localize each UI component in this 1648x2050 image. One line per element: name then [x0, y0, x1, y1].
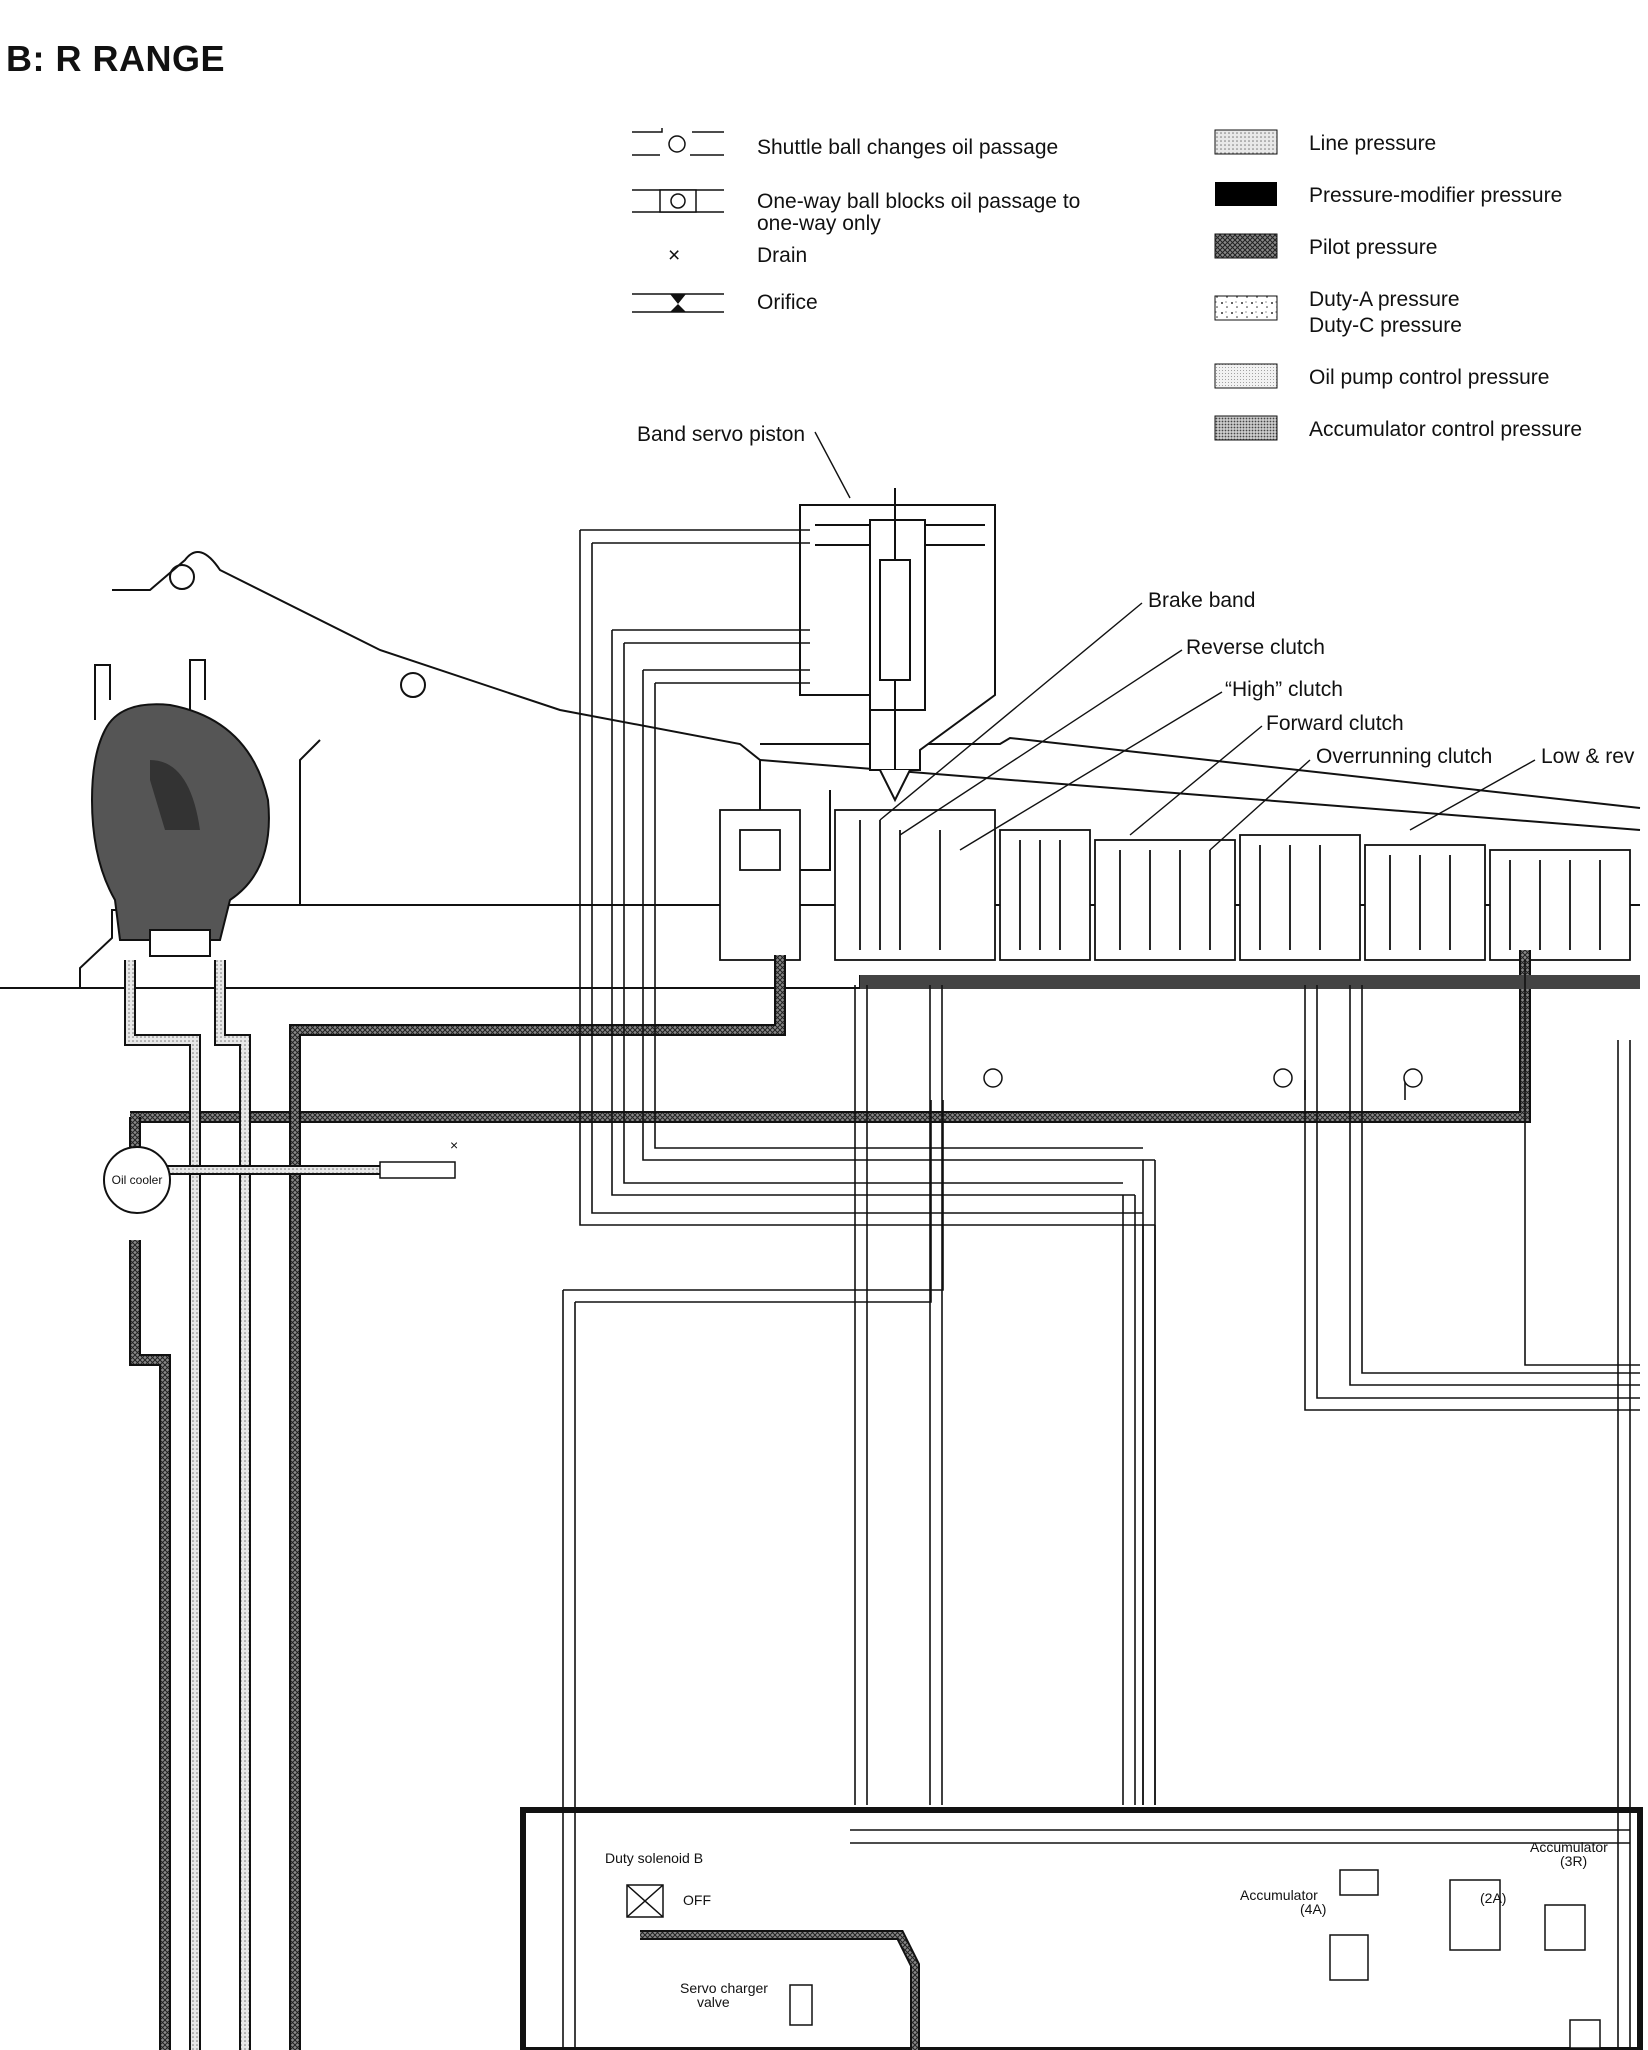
legend-one-way-ball-text: One-way ball blocks oil passage to: [757, 190, 1080, 213]
legend-line-pressure: Line pressure: [1309, 132, 1436, 155]
line-pressure-swatch: [1214, 129, 1278, 155]
low-reverse-label: Low & rev: [1541, 745, 1635, 768]
high-clutch-label: “High” clutch: [1225, 678, 1343, 701]
oil-cooler-label: Oil cooler: [112, 1173, 163, 1187]
drain-mark: ×: [450, 1137, 458, 1153]
band-servo-piston: [799, 488, 996, 803]
duty-solenoid-b-state: OFF: [683, 1892, 711, 1908]
legend-accumulator-control: Accumulator control pressure: [1309, 418, 1582, 441]
one-way-ball-symbol: [632, 189, 724, 213]
pressure-modifier-swatch: [1215, 182, 1277, 206]
duty-pressure-swatch: [1214, 295, 1278, 321]
legend-duty-a: Duty-A pressure: [1309, 288, 1460, 311]
pressure-legend: Line pressure Pressure-modifier pressure…: [1214, 129, 1582, 441]
pilot-pressure-swatch: [1214, 233, 1278, 259]
symbols-legend: Shuttle ball changes oil passage One-way…: [632, 128, 1080, 314]
overrunning-clutch-label: Overrunning clutch: [1316, 745, 1492, 768]
legend-duty-c: Duty-C pressure: [1309, 314, 1462, 337]
page-title: B: R RANGE: [6, 38, 225, 79]
legend-orifice-text: Orifice: [757, 291, 818, 314]
oil-cooler: Oil cooler: [103, 1146, 171, 1214]
reverse-clutch-label: Reverse clutch: [1186, 636, 1325, 659]
clutch-assembly: [719, 809, 1631, 961]
callout-leaders: [814, 431, 1536, 851]
accumulator-2a-label: (2A): [1480, 1890, 1506, 1906]
shuttle-ball-symbol: [632, 128, 724, 156]
orifice-symbol: [632, 293, 724, 313]
brake-band-label: Brake band: [1148, 589, 1255, 612]
duty-solenoid-b-label: Duty solenoid B: [605, 1850, 703, 1866]
drain-symbol: ×: [668, 244, 680, 267]
accumulator-4a-label-2: (4A): [1300, 1901, 1326, 1917]
oil-pump-housing: [90, 659, 270, 957]
legend-shuttle-ball-text: Shuttle ball changes oil passage: [757, 136, 1058, 159]
legend-pressure-modifier: Pressure-modifier pressure: [1309, 184, 1562, 207]
servo-charger-label-2: valve: [697, 1994, 730, 2010]
legend-one-way-ball-text-2: one-way only: [757, 212, 881, 235]
legend-oil-pump-control: Oil pump control pressure: [1309, 366, 1549, 389]
oil-pump-control-swatch: [1214, 363, 1278, 389]
band-servo-piston-label: Band servo piston: [637, 423, 805, 446]
legend-pilot-pressure: Pilot pressure: [1309, 236, 1437, 259]
legend-drain-text: Drain: [757, 244, 807, 267]
accumulator-control-swatch: [1214, 415, 1278, 441]
accumulator-3r-label-2: (3R): [1560, 1853, 1587, 1869]
accumulator-3r-label: Accumulator: [1530, 1839, 1608, 1855]
valve-body-components: [626, 1869, 1601, 2049]
accumulator-4a-label: Accumulator: [1240, 1887, 1318, 1903]
servo-charger-label: Servo charger: [680, 1980, 768, 1996]
forward-clutch-label: Forward clutch: [1266, 712, 1404, 735]
